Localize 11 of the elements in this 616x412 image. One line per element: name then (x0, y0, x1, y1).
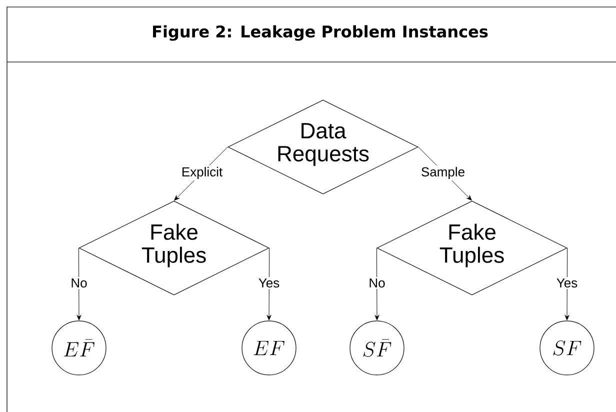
edge-label: Sample (419, 165, 467, 181)
arrow (374, 248, 380, 320)
arrow (564, 248, 570, 320)
figure-title: Figure 2: Leakage Problem Instances (153, 25, 488, 41)
edge-label: No (367, 276, 387, 290)
edge-label: Explicit (180, 165, 224, 181)
edge-label: Yes (554, 276, 580, 290)
arrow (266, 248, 272, 320)
edge-label: Yes (256, 276, 282, 290)
edge-label: No (69, 276, 89, 290)
arrow (76, 248, 82, 320)
